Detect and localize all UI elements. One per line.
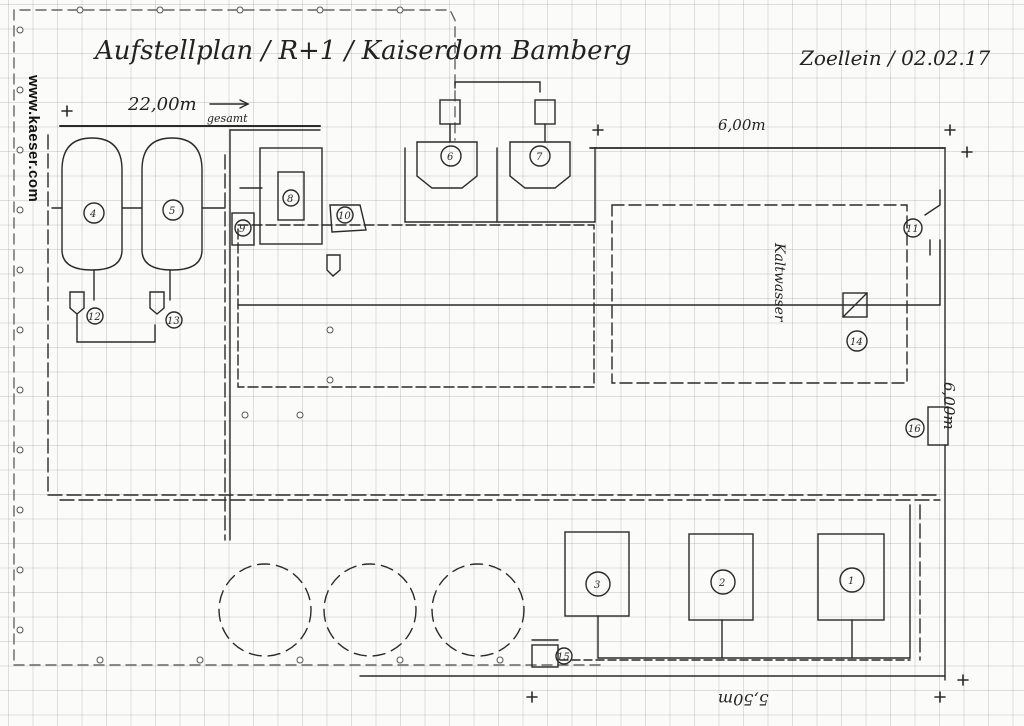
label-pump-10: 10 [338, 211, 351, 222]
dimension-right-height: 6,00m [940, 382, 958, 430]
pump-11 [903, 189, 941, 256]
author-date: Zoellein / 02.02.17 [800, 46, 991, 70]
corner-crosses [61, 105, 973, 703]
boiler-7 [509, 99, 571, 189]
meter-14 [842, 292, 868, 352]
boiler-3 [564, 531, 630, 617]
boilers-frame [404, 81, 596, 223]
area-boundary [47, 134, 941, 661]
label-vessel-6: 6 [447, 152, 454, 163]
outline-dots [16, 6, 504, 664]
unit-9 [231, 187, 263, 246]
cold-water-room [611, 204, 908, 384]
vendor-url: www.kaeser.com [25, 75, 42, 203]
label-pump-15: 15 [557, 652, 570, 663]
central-block [237, 224, 595, 388]
boiler-6 [416, 99, 478, 189]
dimension-total-length: 22,00m [128, 94, 197, 115]
unit-10 [326, 204, 367, 277]
walls [229, 129, 946, 681]
boiler-1 [817, 533, 885, 621]
boiler-2 [688, 533, 754, 621]
expansion-vessel-left [69, 269, 183, 343]
label-vessel-7: 7 [536, 152, 543, 163]
bottom-manifold [559, 504, 911, 661]
room-label-cold-water: Kaltwasser [771, 243, 787, 322]
dimension-top-width: 6,00m [718, 116, 766, 134]
label-boiler-1: 1 [848, 576, 854, 587]
label-meter-14: 14 [850, 337, 863, 348]
tank-4 [61, 137, 123, 271]
label-unit-8: 8 [287, 194, 293, 205]
label-tank-4: 4 [89, 209, 96, 220]
label-pump-12: 12 [88, 312, 101, 323]
label-pump-11: 11 [906, 224, 919, 235]
label-box-16: 16 [908, 424, 921, 435]
storage-tanks-dashed [218, 563, 525, 657]
page-title: Aufstellplan / R+1 / Kaiserdom Bamberg [95, 36, 632, 66]
label-tank-5: 5 [169, 206, 175, 217]
label-boiler-3: 3 [594, 580, 600, 591]
label-boiler-2: 2 [718, 578, 725, 589]
pump-15 [531, 639, 573, 668]
label-pump-9: 9 [239, 224, 246, 235]
unit-8 [259, 147, 323, 245]
building-outline [13, 9, 601, 666]
dimension-22m [59, 99, 321, 127]
dimension-total-label: gesamt [207, 112, 248, 125]
dimension-bottom-width: 5,50m [718, 690, 769, 709]
tank-5 [141, 137, 203, 271]
component-numbers: 1 2 3 4 5 6 7 8 9 10 11 12 13 14 15 16 [88, 152, 921, 663]
box-16 [905, 406, 949, 446]
label-pump-13: 13 [167, 316, 180, 327]
